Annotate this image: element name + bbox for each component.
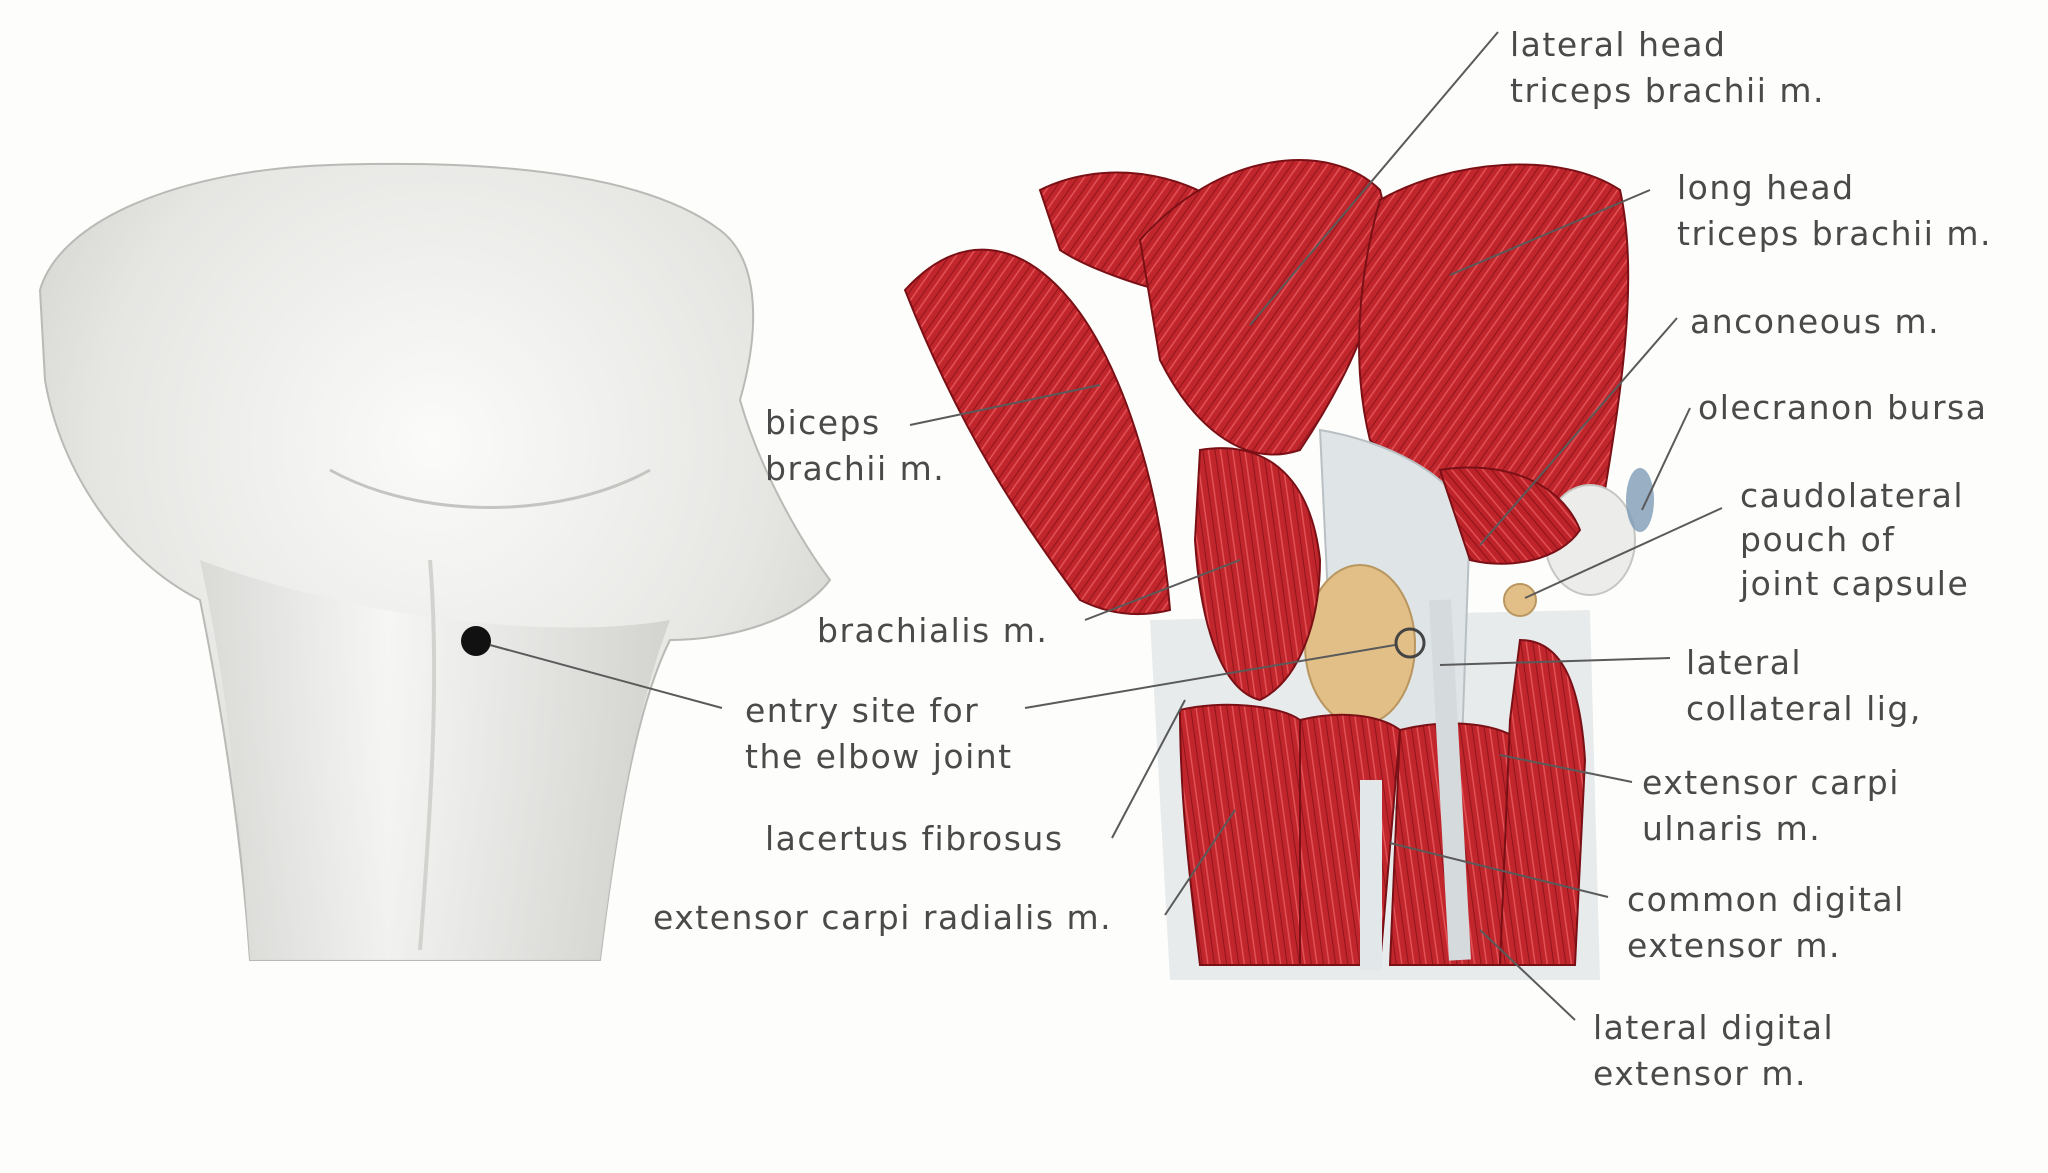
label-line: the elbow joint — [745, 737, 1013, 776]
label-olecranon-bursa: olecranon bursa — [1698, 385, 1987, 431]
label-line: biceps — [765, 403, 881, 442]
label-line: common digital — [1627, 880, 1905, 919]
label-line: lateral — [1686, 643, 1803, 682]
label-entry-site: entry site for the elbow joint — [745, 688, 1013, 780]
label-line: olecranon bursa — [1698, 388, 1988, 427]
label-line: triceps brachii m. — [1677, 214, 1993, 253]
label-line: brachii m. — [765, 449, 946, 488]
label-line: extensor carpi radialis m. — [653, 898, 1113, 937]
label-line: joint capsule — [1740, 564, 1970, 603]
label-line: extensor carpi — [1642, 763, 1900, 802]
label-lateral-head-triceps: lateral head triceps brachii m. — [1510, 22, 1825, 114]
label-line: entry site for — [745, 691, 980, 730]
label-extensor-carpi-radialis: extensor carpi radialis m. — [653, 895, 1112, 941]
label-line: lateral digital — [1593, 1008, 1835, 1047]
label-line: brachialis m. — [817, 611, 1049, 650]
muscle-dissection — [903, 159, 1654, 980]
label-biceps-brachii: biceps brachii m. — [765, 400, 945, 492]
label-line: collateral lig, — [1686, 689, 1922, 728]
label-brachialis: brachialis m. — [817, 608, 1048, 654]
label-line: anconeous m. — [1690, 302, 1941, 341]
skin-view-limb — [38, 162, 832, 961]
label-lateral-collateral-lig: lateral collateral lig, — [1686, 640, 1922, 732]
entry-site-marker — [461, 626, 491, 656]
label-line: ulnaris m. — [1642, 809, 1822, 848]
label-lateral-digital-extensor: lateral digital extensor m. — [1593, 1005, 1834, 1097]
label-line: extensor m. — [1593, 1054, 1807, 1093]
label-long-head-triceps: long head triceps brachii m. — [1677, 165, 1992, 257]
label-line: caudolateral — [1740, 476, 1965, 515]
label-line: long head — [1677, 168, 1855, 207]
label-line: pouch of — [1740, 520, 1896, 559]
label-line: lacertus fibrosus — [765, 819, 1064, 858]
label-line: lateral head — [1510, 25, 1727, 64]
label-line: triceps brachii m. — [1510, 71, 1826, 110]
label-common-digital-extensor: common digital extensor m. — [1627, 877, 1905, 969]
label-caudolateral-pouch: caudolateral pouch of joint capsule — [1740, 474, 1969, 606]
leader-lines — [489, 31, 1723, 1021]
label-line: extensor m. — [1627, 926, 1841, 965]
label-anconeous: anconeous m. — [1690, 299, 1940, 345]
label-extensor-carpi-ulnaris: extensor carpi ulnaris m. — [1642, 760, 1900, 852]
label-lacertus-fibrosus: lacertus fibrosus — [765, 816, 1064, 862]
